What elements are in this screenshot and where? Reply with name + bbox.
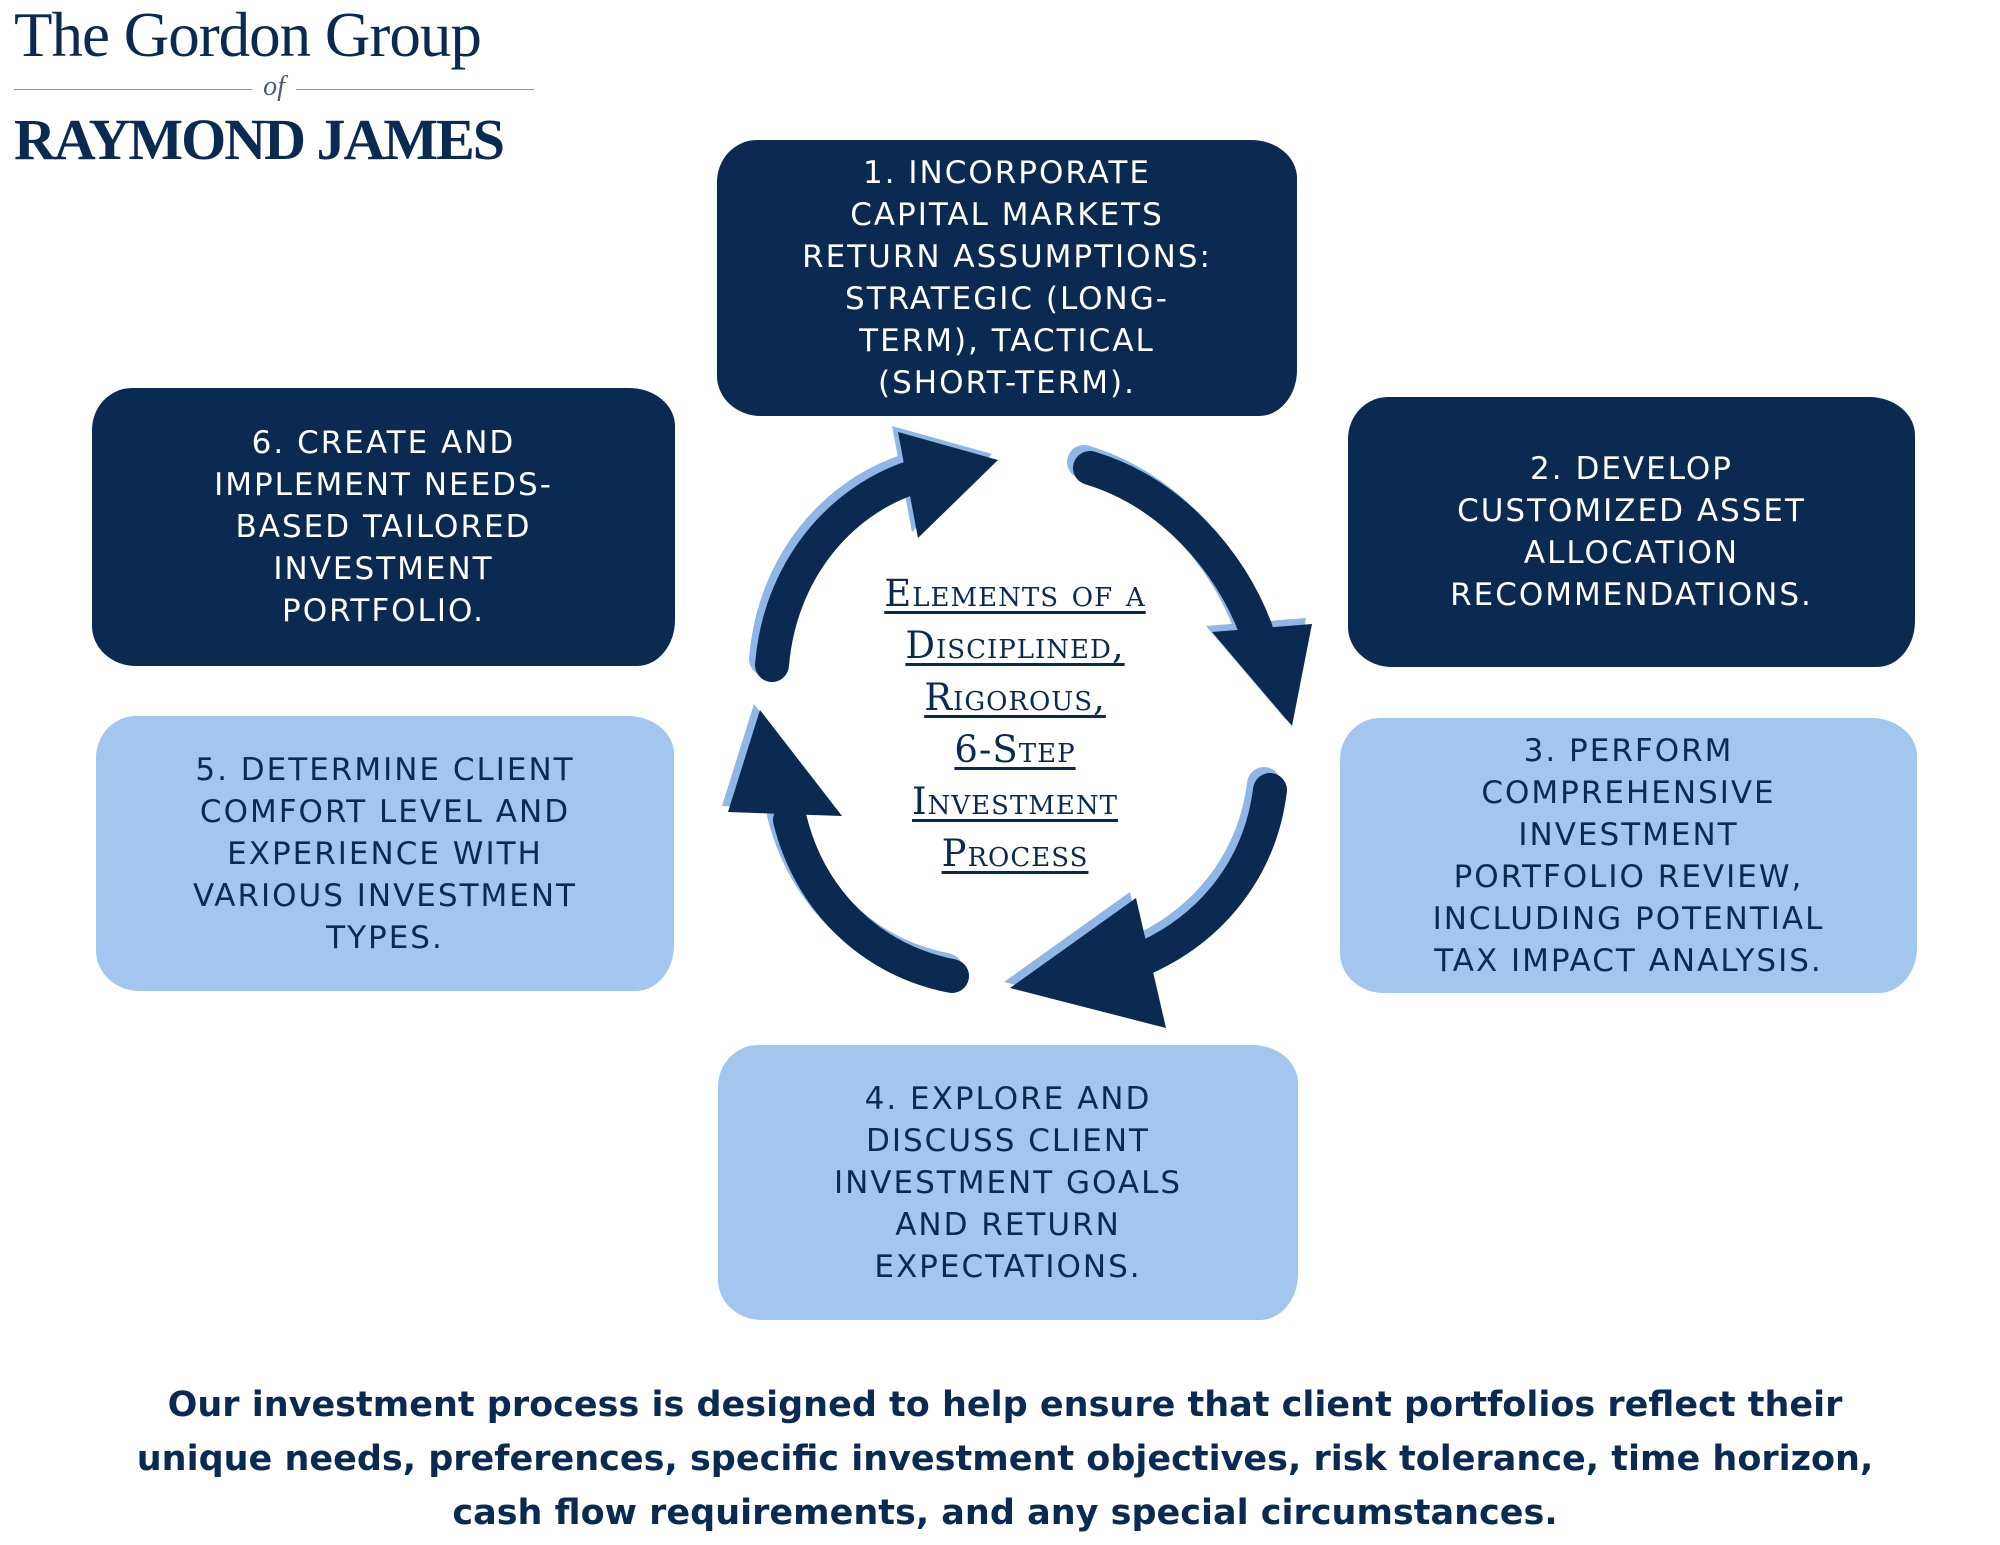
logo-connector: of bbox=[14, 71, 534, 107]
step-6-box: 6. Create and Implement Needs- Based Tai… bbox=[92, 388, 675, 666]
step-4-box: 4. Explore and Discuss Client Investment… bbox=[718, 1045, 1298, 1320]
cycle-arrow-icon bbox=[722, 704, 969, 993]
step-5-box: 5. Determine Client Comfort Level and Ex… bbox=[96, 716, 674, 991]
step-3-box: 3. Perform Comprehensive Investment Port… bbox=[1340, 718, 1917, 993]
step-2-box: 2. Develop Customized Asset Allocation R… bbox=[1348, 397, 1915, 667]
footer-description: Our investment process is designed to he… bbox=[136, 1385, 1874, 1533]
cycle-arrow-icon bbox=[1004, 767, 1287, 1028]
company-logo: The Gordon Group of RAYMOND JAMES bbox=[14, 0, 534, 169]
logo-rule-left bbox=[14, 89, 252, 90]
logo-rule-right bbox=[296, 89, 534, 90]
logo-gordon-group: The Gordon Group bbox=[14, 0, 482, 70]
cycle-arrows bbox=[722, 426, 1312, 1028]
step-1-box: 1. Incorporate Capital Markets Return As… bbox=[717, 140, 1297, 416]
cycle-arrow-icon bbox=[1067, 445, 1312, 726]
cycle-arrow-icon bbox=[749, 426, 998, 682]
logo-raymond-james: RAYMOND JAMES bbox=[14, 107, 505, 172]
logo-of-text: of bbox=[263, 71, 285, 102]
diagram-center-title: Elements of a Disciplined, Rigorous, 6-S… bbox=[884, 572, 1146, 875]
